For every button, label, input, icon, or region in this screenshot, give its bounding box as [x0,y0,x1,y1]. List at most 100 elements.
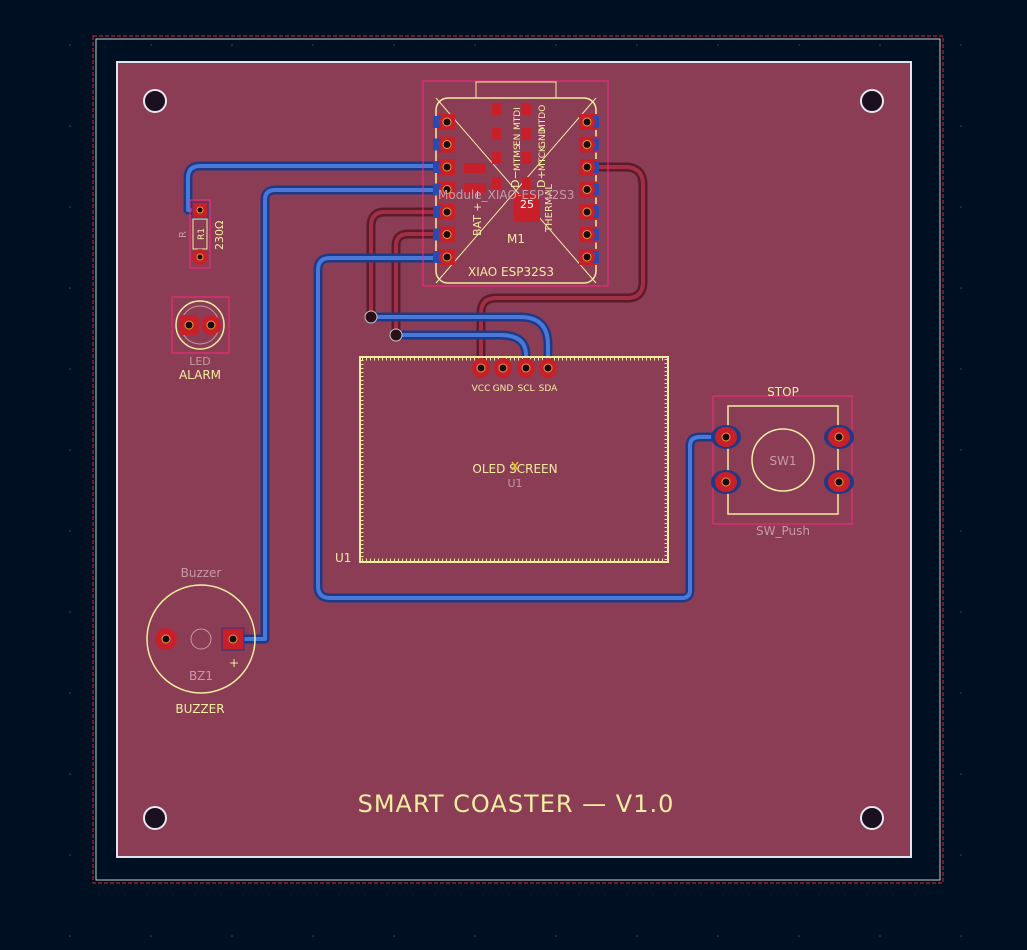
grid-dot [960,125,962,127]
sw1-drill [721,432,731,442]
grid-dot [231,44,233,46]
grid-dot [150,935,152,937]
m1-header-label: MTCK [538,145,548,171]
m1-smd-pad[interactable] [522,103,531,115]
d1-courtyard [171,296,230,354]
grid-dot [717,44,719,46]
m1-diagonal [435,97,597,284]
grid-dot [879,935,881,937]
grid-dot [474,44,476,46]
bz1-plus-label: + [229,656,239,670]
m1-pin-drill [442,230,452,239]
footprint-u1-oled[interactable]: VCC GND SCL SDA OLED SCREEN U1 U1 [335,356,669,565]
m1-smd-pad[interactable] [492,103,501,115]
footprint-m1[interactable]: 25 THERMAL BAT + − D− D+ MTDI MTDO EN GN… [422,80,609,287]
m1-smd-pad[interactable] [464,163,486,173]
m1-smd-pad[interactable] [522,152,531,164]
sw1-pads [711,425,854,494]
m1-pin-drill [582,185,592,194]
grid-dot [69,692,71,694]
footprint-d1-led[interactable]: LED ALARM [171,296,230,382]
grid-dot [960,773,962,775]
m1-header-label: GND [538,127,548,148]
m1-smd-pad[interactable] [492,177,501,189]
m1-smd-pad[interactable] [492,128,501,140]
u1-fab-reference: U1 [507,477,522,490]
grid-dot [69,287,71,289]
m1-smd-pads [464,103,531,193]
u1-pin-drill [476,363,486,373]
m1-pad-back [433,116,441,128]
m1-pin-drill [582,162,592,172]
footprint-bz1[interactable]: + Buzzer BZ1 BUZZER [146,566,256,716]
m1-d-plus-label: D+ [535,170,548,188]
board-fab-frame [92,35,944,884]
sw1-value: SW_Push [756,524,810,538]
m1-header-label: MTMS [513,144,523,171]
m1-value: XIAO ESP32S3 [468,265,554,279]
d1-label: ALARM [179,368,221,382]
m1-pin-drill [582,230,592,239]
u1-pin-label: SDA [539,384,558,394]
bz1-fab-reference: BZ1 [189,669,213,683]
via[interactable] [364,310,378,324]
vias [364,310,403,342]
grid-dot [636,44,638,46]
u1-pin-drill [543,363,553,373]
grid-dot [69,449,71,451]
mounting-hole-bottom-left[interactable] [143,806,167,830]
r1-courtyard [189,199,211,269]
grid-dot [69,206,71,208]
m1-left-pads [433,114,455,265]
sw1-courtyard [712,395,853,525]
grid-dot [636,935,638,937]
grid-dot [960,692,962,694]
u1-pin-drill [521,363,531,373]
footprint-r1[interactable]: R R1 230Ω [178,199,226,269]
m1-right-pads [579,114,599,265]
back-traces [183,161,731,644]
m1-pin-drill [582,140,592,149]
mounting-hole-top-right[interactable] [860,89,884,113]
u1-hatch-frame [360,357,668,562]
r1-drill-1 [196,206,204,214]
mounting-hole-top-left[interactable] [143,89,167,113]
u1-outline [359,356,669,563]
m1-pin-drill [442,117,452,127]
grid-dot [69,773,71,775]
m1-smd-pad[interactable] [522,128,531,140]
grid-dot [69,935,71,937]
d1-fab-value: LED [189,355,211,368]
grid-dot [798,935,800,937]
u1-pin-label: SCL [517,384,534,394]
m1-pad-back [433,206,441,218]
m1-pin-drill [442,252,452,262]
mounting-hole-bottom-right[interactable] [860,806,884,830]
m1-bat-label: BAT + − [471,190,484,236]
bz1-body-outline [146,584,256,694]
m1-thermal-pad-number: 25 [520,198,534,211]
m1-smd-pad[interactable] [492,152,501,164]
m1-pin-drill [442,185,452,194]
grid-dot [393,44,395,46]
bz1-fab-value: Buzzer [181,566,222,580]
bz1-drill-1 [161,634,171,644]
grid-dot [717,935,719,937]
via[interactable] [389,328,403,342]
bz1-drill-2 [228,634,238,644]
sw1-body-outline [727,405,839,515]
m1-pad-back [433,228,441,241]
m1-smd-pad[interactable] [464,183,486,193]
footprint-sw1[interactable]: STOP SW1 SW_Push [711,385,854,538]
grid-dot [231,935,233,937]
m1-pin-drill [582,117,592,127]
m1-smd-pad[interactable] [522,177,531,189]
m1-header-label: EN [513,134,523,146]
sw1-label: STOP [767,385,799,399]
sw1-reference: SW1 [769,454,796,468]
u1-pin-label: VCC [472,384,491,394]
m1-thermal-pad[interactable] [514,194,540,222]
m1-header-label: MTDI [513,107,523,130]
grid-dot [312,935,314,937]
